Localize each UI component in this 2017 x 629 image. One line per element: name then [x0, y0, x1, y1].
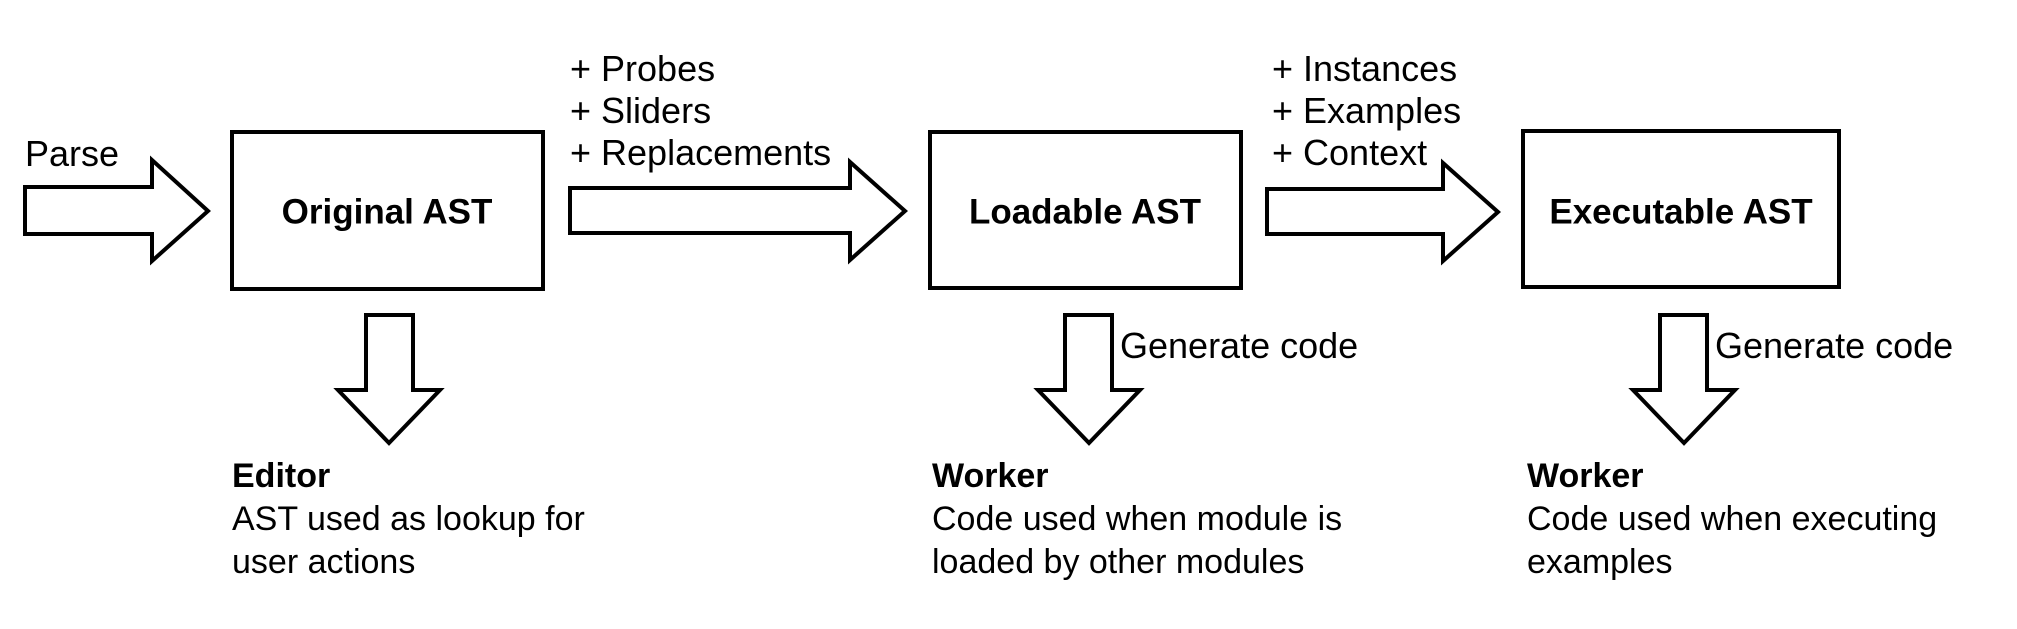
- executable-worker-output-caption: Worker Code used when executing examples: [1527, 457, 1937, 581]
- loadable-worker-down-arrow-shape: [1033, 313, 1145, 446]
- loadable-to-executable-arrow: + Instances + Examples + Context: [1265, 48, 1502, 266]
- executable-worker-caption-line-1: Code used when executing: [1527, 500, 1937, 538]
- node-original-ast-label: Original AST: [282, 192, 493, 231]
- editor-caption-line-1: AST used as lookup for: [232, 500, 585, 538]
- node-executable-ast-box: [1521, 129, 1841, 289]
- loadable-to-executable-arrow-shape: [1265, 158, 1502, 266]
- node-original-ast-box: [230, 130, 545, 291]
- loadable-worker-output-caption: Worker Code used when module is loaded b…: [932, 457, 1342, 581]
- editor-output-caption: Editor AST used as lookup for user actio…: [232, 457, 585, 581]
- loadable-worker-caption-title: Worker: [932, 457, 1049, 495]
- parse-arrow-label-line-1: Parse: [25, 133, 119, 174]
- original-to-loadable-arrow-shape: [568, 157, 909, 265]
- loadable-to-executable-label-line-3: + Context: [1272, 132, 1427, 173]
- editor-down-arrow: [333, 313, 445, 446]
- loadable-worker-caption-line-2: loaded by other modules: [932, 543, 1304, 581]
- original-to-loadable-label-line-2: + Sliders: [570, 90, 711, 131]
- parse-arrow-shape: [23, 155, 211, 266]
- executable-worker-down-arrow: Generate code: [1628, 313, 1953, 446]
- original-to-loadable-arrow: + Probes + Sliders + Replacements: [568, 48, 909, 265]
- loadable-to-executable-label-line-2: + Examples: [1272, 90, 1461, 131]
- editor-caption-title: Editor: [232, 457, 330, 495]
- loadable-worker-caption-line-1: Code used when module is: [932, 500, 1342, 538]
- node-loadable-ast[interactable]: Loadable AST: [928, 130, 1243, 290]
- editor-caption-line-2: user actions: [232, 543, 415, 581]
- editor-down-arrow-shape: [333, 313, 445, 446]
- loadable-to-executable-label-line-1: + Instances: [1272, 48, 1457, 89]
- node-loadable-ast-label: Loadable AST: [969, 192, 1201, 231]
- loadable-worker-arrow-label: Generate code: [1120, 325, 1358, 366]
- executable-worker-caption-title: Worker: [1527, 457, 1644, 495]
- node-loadable-ast-box: [928, 130, 1243, 290]
- parse-arrow: Parse: [23, 133, 211, 266]
- loadable-worker-down-arrow: Generate code: [1033, 313, 1358, 446]
- executable-worker-caption-line-2: examples: [1527, 543, 1673, 581]
- original-to-loadable-label-line-3: + Replacements: [570, 132, 831, 173]
- executable-worker-down-arrow-shape: [1628, 313, 1740, 446]
- node-original-ast[interactable]: Original AST: [230, 130, 545, 291]
- executable-worker-arrow-label: Generate code: [1715, 325, 1953, 366]
- node-executable-ast-label: Executable AST: [1549, 192, 1812, 231]
- node-executable-ast[interactable]: Executable AST: [1521, 129, 1841, 289]
- original-to-loadable-label-line-1: + Probes: [570, 48, 715, 89]
